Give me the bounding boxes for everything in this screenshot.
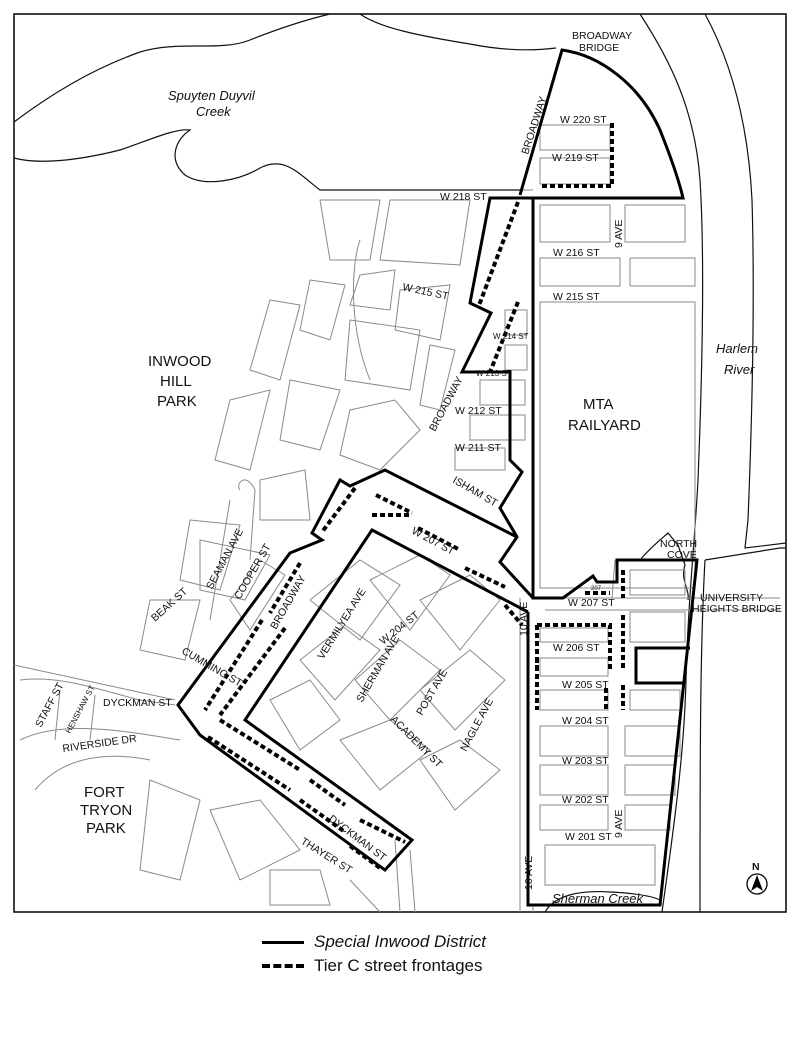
label-w202: W 202 ST: [562, 794, 609, 806]
label-10-ave: 10 AVE: [518, 602, 530, 636]
legend-label: Special Inwood District: [314, 932, 486, 951]
label-w216: W 216 ST: [553, 247, 600, 259]
sherman-creek-shore: [544, 890, 661, 913]
north-label: N: [752, 861, 760, 873]
spuyten-duyvil-east-shore: [359, 13, 557, 51]
dashed-line-icon: [262, 964, 304, 968]
label-railyard: RAILYARD: [568, 417, 641, 434]
label-sherman-creek: Sherman Creek: [552, 891, 645, 906]
legend-item-tier-c: Tier C street frontages: [262, 954, 486, 978]
label-mta: MTA: [583, 396, 614, 413]
label-10-ave: 10 AVE: [523, 856, 535, 890]
inwood-hill-shore: [13, 129, 520, 191]
label-north-cove: COVE: [667, 549, 697, 561]
tier-c-frontages: [203, 123, 625, 870]
legend-item-district: Special Inwood District: [262, 930, 486, 954]
special-inwood-district-boundary: [176, 48, 699, 907]
label-9-ave: 9 AVE: [613, 810, 625, 838]
label-w204: W 204 ST: [562, 715, 609, 727]
label-fort-tryon-park: PARK: [86, 820, 126, 837]
label-w213: W 213 ST: [476, 369, 512, 378]
district-broadway-strip: [459, 196, 535, 600]
spuyten-duyvil-north-shore: [13, 13, 331, 123]
legend: Special Inwood District Tier C street fr…: [262, 930, 486, 978]
label-broadway-bridge: BROADWAY: [572, 30, 632, 42]
label-fort-tryon-park: FORT: [84, 784, 125, 801]
label-w218: W 218 ST: [440, 191, 487, 203]
district-north-boundary: [518, 48, 699, 907]
label-w206: W 206 ST: [553, 642, 600, 654]
label-inwood-hill-park: PARK: [157, 393, 197, 410]
label-w220: W 220 ST: [560, 114, 607, 126]
label-w212: W 212 ST: [455, 405, 502, 417]
label-broadway-bridge: BRIDGE: [579, 42, 619, 54]
label-spuyten-duyvil: Creek: [196, 104, 232, 119]
district-south-boundary: [176, 468, 529, 873]
street-blocks: [13, 124, 780, 913]
label-w211: W 211 ST: [455, 442, 501, 454]
label-harlem-river: Harlem: [716, 341, 758, 356]
harlem-river-east-shore: [704, 13, 787, 549]
north-cove-shore: [639, 532, 689, 601]
label-w214: W 214 ST: [493, 332, 529, 341]
label-w215: W 215 ST: [553, 291, 600, 303]
legend-label: Tier C street frontages: [314, 956, 483, 975]
district-notch: [634, 646, 690, 685]
label-fort-tryon-park: TRYON: [80, 802, 132, 819]
label-spuyten-duyvil: Spuyten Duyvil: [168, 88, 256, 103]
harlem-river-west-shore: [639, 13, 704, 913]
map-frame: [13, 13, 787, 913]
label-w219: W 219 ST: [552, 152, 599, 164]
label-inwood-hill-park: INWOOD: [148, 353, 211, 370]
label-9-ave: 9 AVE: [613, 220, 625, 248]
solid-line-icon: [262, 940, 304, 944]
label-w207-st: W 207 ST: [568, 597, 615, 609]
label-w201: W 201 ST: [565, 831, 612, 843]
label-university-heights-bridge: UNIVERSITY: [700, 592, 763, 604]
north-arrow-icon: N: [746, 861, 768, 895]
east-bank-shore: [699, 547, 786, 913]
label-university-heights-bridge: HEIGHTS BRIDGE: [692, 603, 782, 615]
label-207: 207: [591, 586, 602, 592]
label-inwood-hill-park: HILL: [160, 373, 192, 390]
label-dyckman-st: DYCKMAN ST: [103, 697, 172, 709]
label-w203: W 203 ST: [562, 755, 609, 767]
shorelines: [13, 13, 787, 913]
label-harlem-river: River: [724, 362, 755, 377]
label-w205: W 205 ST: [562, 679, 609, 691]
label-north-cove: NORTH: [660, 538, 697, 550]
